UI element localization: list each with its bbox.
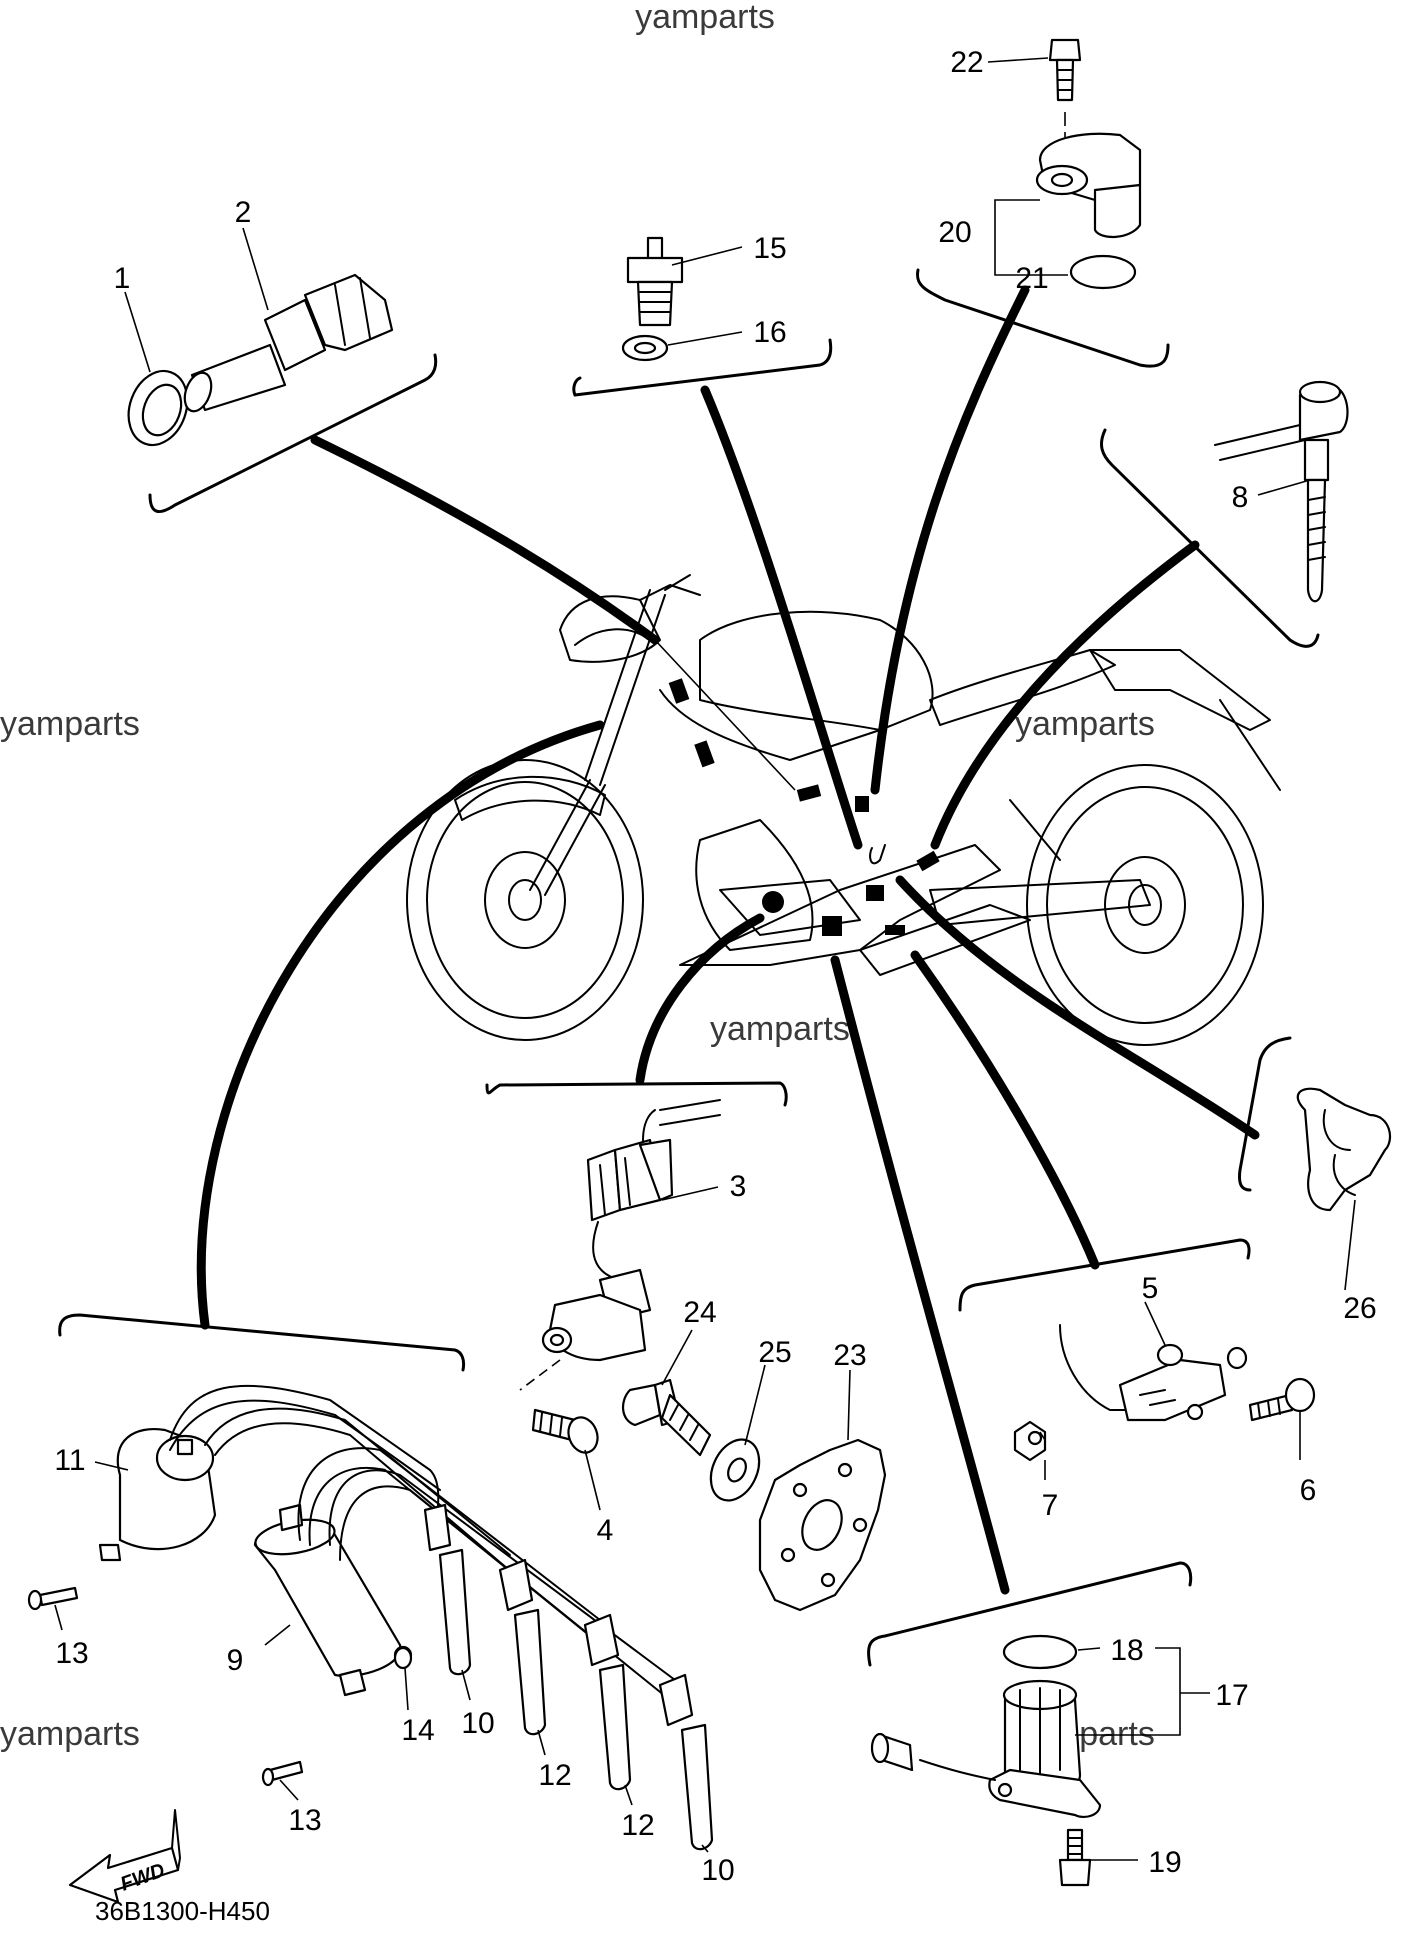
callout-18: 18 [1110, 1634, 1143, 1667]
callout-7: 7 [1042, 1489, 1059, 1522]
callout-25: 25 [758, 1336, 791, 1369]
group-brackets [58, 268, 1320, 1667]
callout-labels: 1 2 3 4 5 6 7 8 9 10 10 11 12 12 13 13 1… [54, 46, 1376, 1887]
callout-12-b: 12 [621, 1809, 654, 1842]
callout-24: 24 [683, 1296, 716, 1329]
part-15-switch [626, 236, 684, 327]
part-10-plug-cap-a [423, 1503, 472, 1676]
part-1-washer [127, 369, 189, 447]
watermark-center: yamparts [710, 1010, 850, 1048]
callout-10-b: 10 [701, 1854, 734, 1887]
motorcycle-outline [406, 574, 1281, 1046]
callout-2: 2 [235, 196, 252, 229]
part-10-plug-cap-b [658, 1673, 714, 1851]
callout-13-a: 13 [55, 1637, 88, 1670]
callout-11: 11 [54, 1444, 85, 1477]
watermark-top: yamparts [635, 0, 775, 36]
callout-4: 4 [597, 1514, 614, 1547]
fwd-arrow-icon: FWD [68, 1809, 181, 1904]
part-22-bolt [1048, 38, 1082, 170]
part-20-speed-sensor [1035, 132, 1142, 238]
callout-12-a: 12 [538, 1759, 571, 1792]
part-8-sensor-cable [1214, 380, 1349, 603]
callout-26: 26 [1343, 1292, 1376, 1325]
part-21-o-ring [1069, 254, 1137, 290]
part-7-nut [1013, 1420, 1047, 1462]
leader-lines [54, 57, 1356, 1861]
callout-1: 1 [114, 262, 131, 295]
callout-21: 21 [1015, 262, 1048, 295]
part-3-pickup-coil [519, 1099, 721, 1391]
part-14-washer [393, 1646, 413, 1670]
callout-10-a: 10 [461, 1707, 494, 1740]
callout-9: 9 [227, 1644, 244, 1677]
callout-6: 6 [1300, 1474, 1317, 1507]
part-17-sensor-assembly [870, 1679, 1102, 1819]
watermarks: yamparts yamparts yamparts yamparts yamp… [0, 0, 1155, 1753]
callout-19: 19 [1148, 1846, 1181, 1879]
callout-23: 23 [833, 1339, 866, 1372]
part-12-plug-cap-a [498, 1558, 547, 1736]
part-18-o-ring [1002, 1634, 1078, 1670]
callout-3: 3 [730, 1170, 747, 1203]
callout-13-b: 13 [288, 1804, 321, 1837]
part-5-switch [1059, 1324, 1248, 1422]
part-23-rotor [758, 1438, 887, 1612]
part-9-ignition-coil [253, 1503, 413, 1787]
watermark-left-upper: yamparts [0, 705, 140, 743]
callout-22: 22 [950, 46, 983, 79]
callout-14: 14 [401, 1714, 434, 1747]
connector-lines [196, 285, 1260, 1595]
part-24-bolt [622, 1378, 712, 1457]
part-12-plug-cap-b [583, 1613, 632, 1791]
callout-17: 17 [1215, 1679, 1248, 1712]
part-4-screw [531, 1408, 599, 1454]
callout-8: 8 [1232, 481, 1249, 514]
callout-16: 16 [753, 316, 786, 349]
part-19-bolt [1058, 1828, 1092, 1887]
part-25-washer [709, 1438, 761, 1502]
part-16-gasket [621, 334, 669, 362]
ht-wires [169, 1384, 676, 1701]
watermark-right-upper: yamparts [1015, 705, 1155, 743]
watermark-left-lower: yamparts [0, 1715, 140, 1753]
part-6-bolt [1248, 1377, 1316, 1422]
part-2-thermo-sensor [183, 273, 394, 413]
diagram-code: 36B1300-H450 [95, 1896, 270, 1926]
callout-15: 15 [753, 232, 786, 265]
callout-5: 5 [1142, 1272, 1159, 1305]
part-26-clamp [1296, 1087, 1392, 1212]
callout-20: 20 [938, 216, 971, 249]
